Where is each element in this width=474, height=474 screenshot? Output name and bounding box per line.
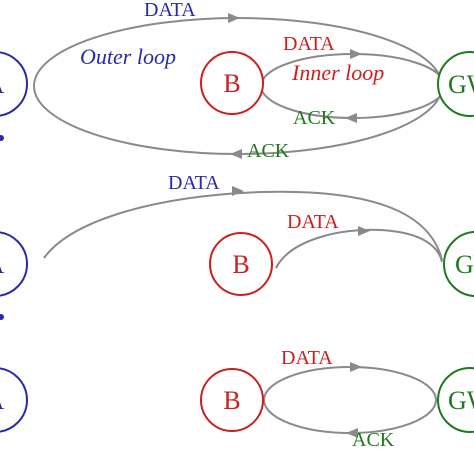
node-a-circle [0,367,28,433]
node-b-circle [209,232,273,296]
node-b-label: B [223,69,240,98]
node-a-port [0,135,4,141]
inner-data-label: DATA [283,33,335,55]
node-gw-circle [437,367,474,433]
inner-data-path [275,228,443,269]
node-gw-label: GW [455,250,474,279]
node-a-label: A [0,250,5,279]
data-label: DATA [281,347,333,369]
ack-arrowhead [346,428,358,438]
node-b-label: B [223,386,240,415]
node-a-label: A [0,70,5,99]
panel-2: A B GW DATA DATA [0,172,474,320]
inner-data-label: DATA [287,211,339,233]
inner-ack-arrowhead [345,113,357,123]
panel-1: A B GW DATA DATA Outer loop Inner loop A… [0,0,474,162]
node-b-circle [200,368,264,432]
outer-data-label: DATA [144,0,196,21]
node-gw-circle [437,51,474,117]
outer-ack-arrowhead [230,149,242,159]
inner-data-arrowhead [358,226,370,236]
inner-data-arrowhead [350,49,362,59]
outer-data-label: DATA [168,172,220,194]
outer-ack-label: ACK [247,140,290,162]
node-b-circle [200,51,264,115]
inner-loop-path [263,366,437,434]
outer-data-path [43,190,443,261]
node-a-circle [0,51,28,117]
outer-loop-label: Outer loop [80,44,176,69]
node-gw-label: GW [448,70,474,99]
node-gw-label: GW [448,386,474,415]
node-a-circle [0,231,28,297]
inner-loop-label: Inner loop [291,60,384,85]
data-arrowhead [350,362,362,372]
outer-data-arrowhead [228,13,240,23]
outer-data-arrowhead [232,186,244,196]
node-b-label: B [232,250,249,279]
panel-3: A B GW DATA ACK [0,347,474,451]
node-a-port [0,314,4,320]
node-gw-circle [443,231,474,297]
inner-ack-label: ACK [293,107,336,129]
ack-label: ACK [352,429,395,451]
node-a-label: A [0,386,5,415]
